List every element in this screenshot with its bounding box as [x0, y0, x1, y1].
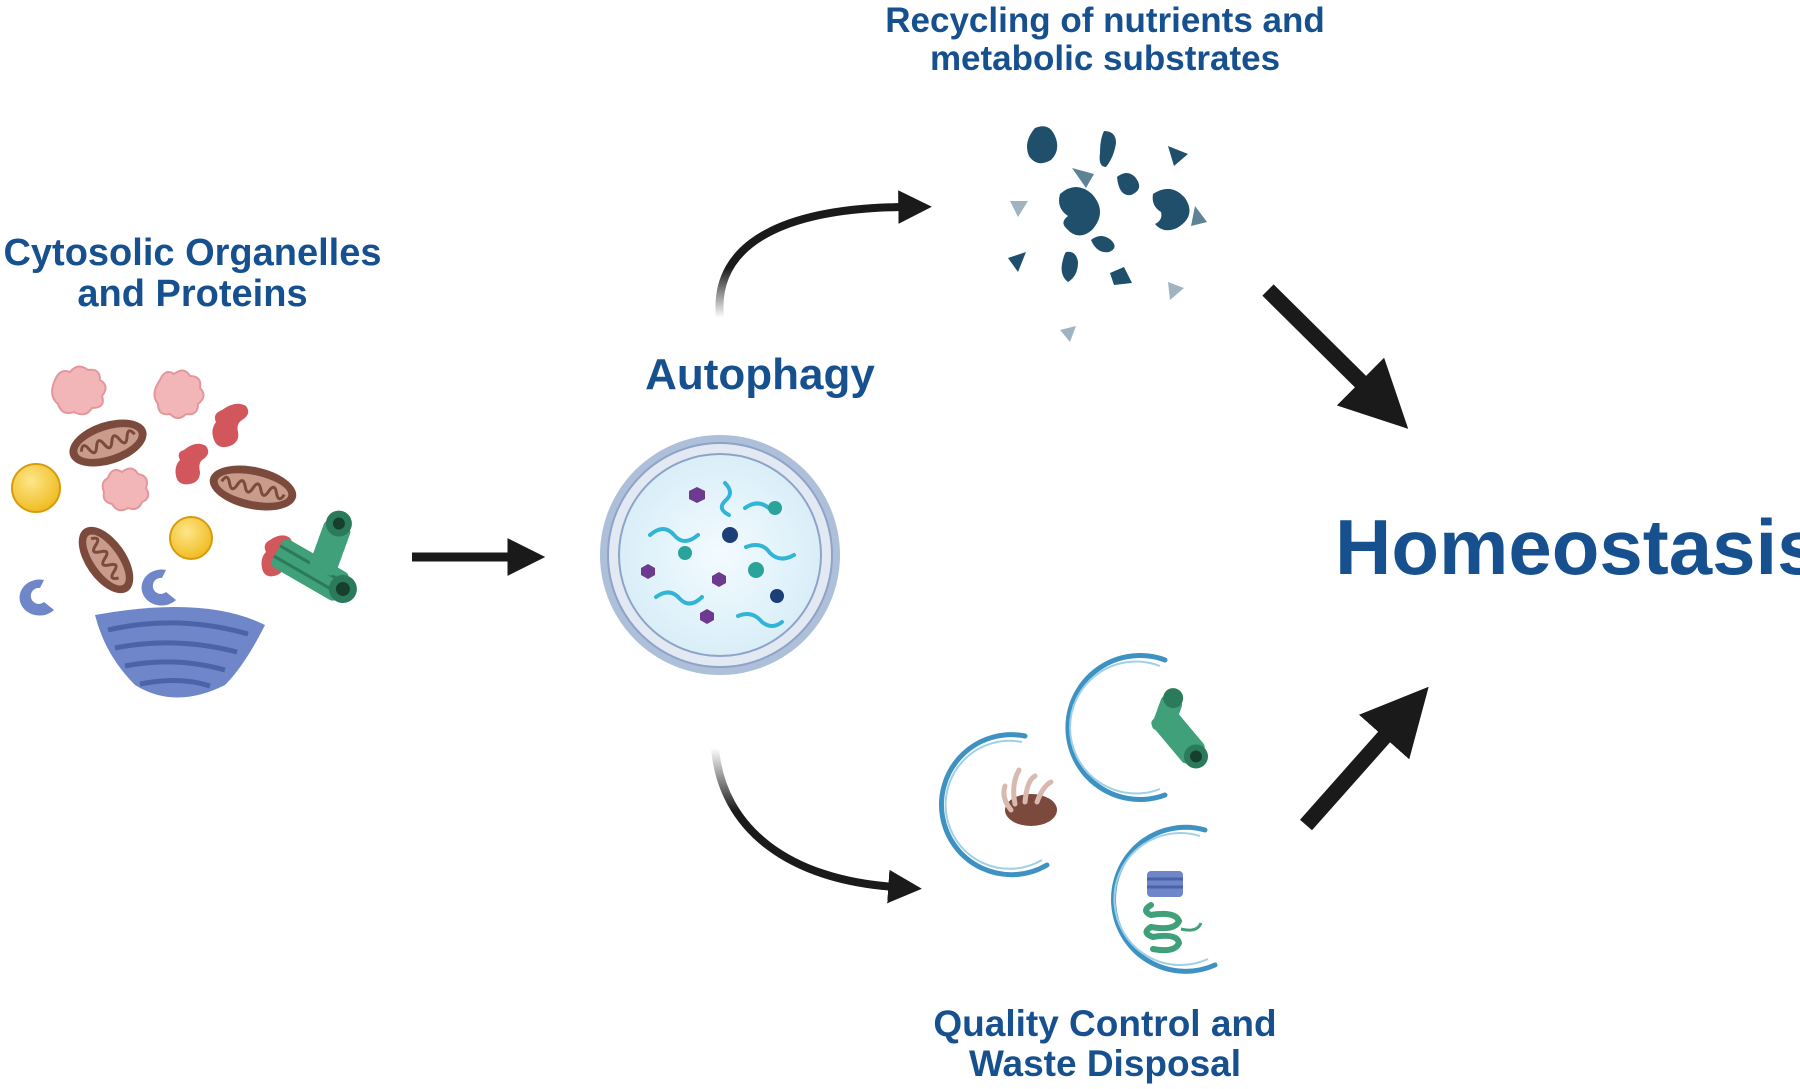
node-label-recycling: Recycling of nutrients and metabolic sub…: [855, 2, 1355, 78]
edge-autophagy-to-quality: [711, 747, 922, 904]
label-line: metabolic substrates: [929, 38, 1281, 78]
edge-autophagy-to-recycling: [715, 190, 932, 319]
label-line: Waste Disposal: [968, 1042, 1242, 1084]
label-line: and Proteins: [77, 273, 308, 316]
node-label-cytosolic: Cytosolic Organelles and Proteins: [0, 232, 385, 316]
mitochondrion-icon: [69, 419, 297, 594]
organelles-cluster-icon: [11, 365, 357, 698]
edge-recycling-to-homeostasis: [1262, 284, 1409, 429]
proteasome-icon: [271, 510, 357, 603]
phagophore-cargo-icon: [938, 653, 1218, 974]
golgi-icon: [95, 607, 265, 698]
pink-protein-icon: [51, 365, 205, 512]
label-line: Quality Control and: [933, 1003, 1277, 1044]
label-line: Cytosolic Organelles: [3, 232, 382, 274]
blue-protein-icon: [19, 569, 176, 616]
label-line: Recycling of nutrients and: [885, 1, 1325, 40]
node-label-quality: Quality Control and Waste Disposal: [905, 1004, 1305, 1084]
nutrient-fragments-icon: [1008, 126, 1207, 342]
node-label-homeostasis: Homeostasis: [1335, 503, 1800, 591]
edge-quality-to-homeostasis: [1300, 686, 1429, 831]
node-label-autophagy: Autophagy: [645, 350, 875, 399]
autolysosome-icon: [600, 435, 840, 675]
